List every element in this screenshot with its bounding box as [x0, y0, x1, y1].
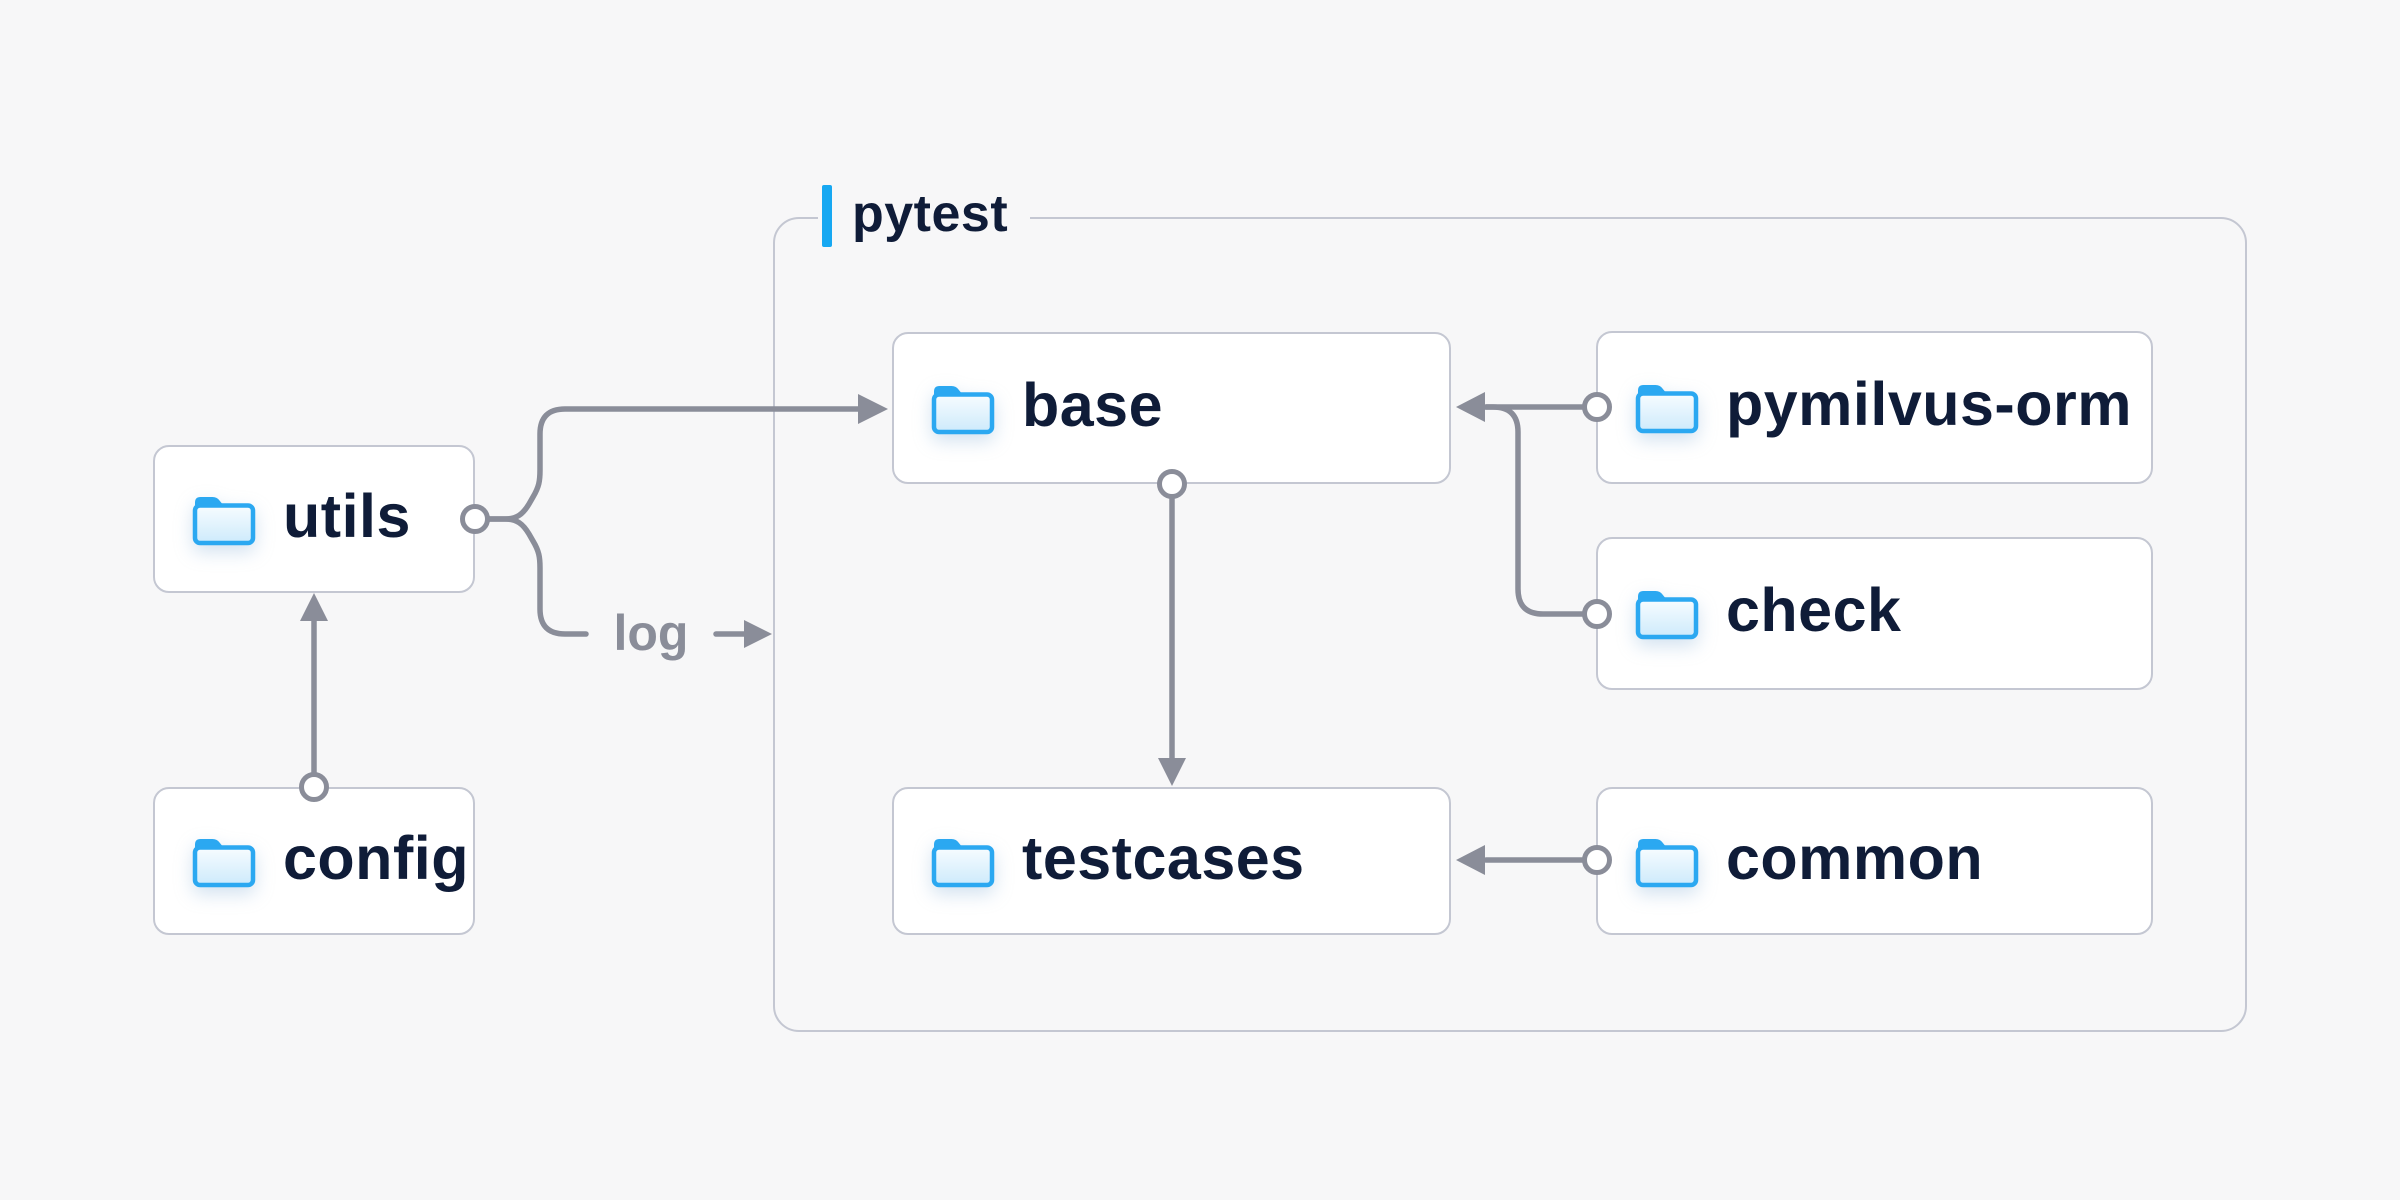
- node-label-check: check: [1726, 576, 1902, 644]
- node-pymilvus-orm: pymilvus-orm: [1596, 331, 2153, 484]
- folder-icon: [1635, 838, 1699, 887]
- node-base: base: [892, 332, 1451, 484]
- folder-icon: [192, 838, 256, 887]
- node-config: config: [153, 787, 475, 935]
- node-label-config: config: [283, 823, 469, 892]
- node-check: check: [1596, 537, 2153, 690]
- folder-icon: [192, 496, 256, 545]
- folder-icon: [1635, 385, 1699, 434]
- pytest-container: [773, 217, 2247, 1032]
- edge-log-to-pytest-arrowhead: [744, 620, 772, 648]
- pytest-label-text: pytest: [852, 185, 1009, 243]
- node-label-base: base: [1022, 370, 1164, 439]
- node-label-testcases: testcases: [1022, 823, 1305, 892]
- node-common: common: [1596, 787, 2153, 935]
- edge-label-log: log: [613, 605, 689, 661]
- node-testcases: testcases: [892, 787, 1451, 935]
- folder-icon: [931, 385, 995, 434]
- folder-icon: [1635, 591, 1699, 640]
- folder-icon: [931, 838, 995, 887]
- node-label-utils: utils: [283, 481, 411, 550]
- node-utils: utils: [153, 445, 475, 593]
- pytest-container-label: pytest: [818, 184, 1031, 248]
- node-label-common: common: [1726, 823, 1984, 892]
- edge-config-to-utils-arrowhead: [300, 593, 328, 621]
- pytest-accent-bar: [822, 185, 832, 247]
- node-label-pymilvus-orm: pymilvus-orm: [1726, 370, 2132, 438]
- edge-utils-to-log-line: [486, 516, 589, 637]
